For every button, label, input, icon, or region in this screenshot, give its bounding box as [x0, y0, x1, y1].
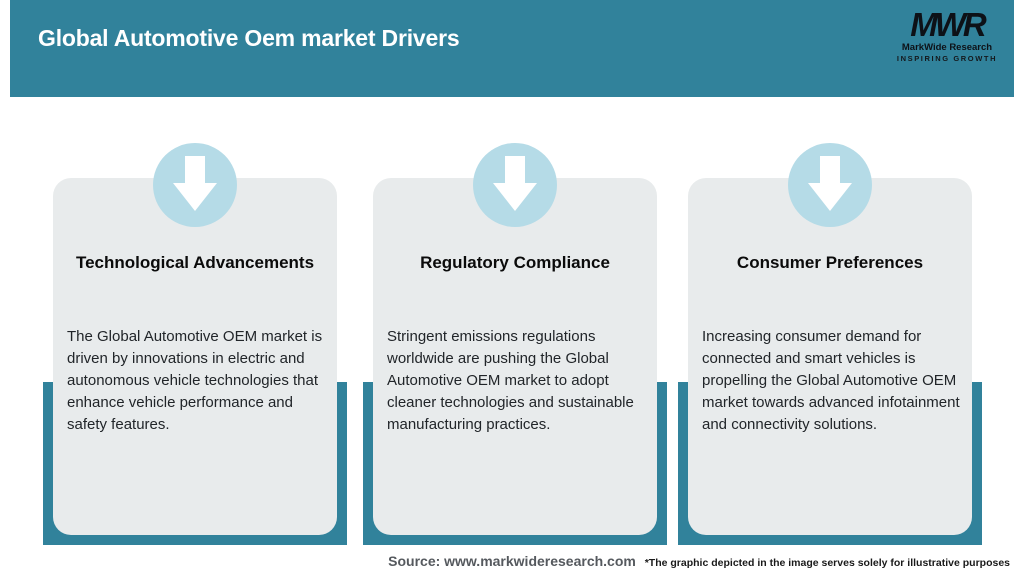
- driver-card-regulatory-compliance: Regulatory Compliance Stringent emission…: [363, 143, 667, 545]
- card-title: Technological Advancements: [75, 253, 315, 272]
- disclaimer-text: *The graphic depicted in the image serve…: [644, 557, 1010, 569]
- card-body: [53, 178, 337, 535]
- down-arrow-icon: [473, 143, 557, 227]
- card-title: Regulatory Compliance: [420, 253, 610, 272]
- markwide-logo: MWR MarkWide Research INSPIRING GROWTH: [892, 8, 1002, 62]
- down-arrow-icon: [788, 143, 872, 227]
- card-description: Increasing consumer demand for connected…: [702, 328, 960, 433]
- driver-card-technological-advancements: Technological Advancements The Global Au…: [43, 143, 347, 545]
- card-body: [373, 178, 657, 535]
- card-description: Stringent emissions regulations worldwid…: [387, 328, 634, 433]
- header-banner: Global Automotive Oem market Drivers MWR…: [10, 0, 1014, 97]
- card-description: The Global Automotive OEM market is driv…: [67, 328, 323, 433]
- driver-card-consumer-preferences: Consumer Preferences Increasing consumer…: [678, 143, 982, 545]
- logo-monogram: MWR: [910, 6, 986, 43]
- logo-tagline: INSPIRING GROWTH: [896, 53, 998, 63]
- down-arrow-icon: [153, 143, 237, 227]
- card-title: Consumer Preferences: [736, 253, 924, 272]
- logo-name: MarkWide Research: [901, 42, 993, 53]
- source-text: Source: www.markwideresearch.com: [388, 553, 636, 569]
- page-title: Global Automotive Oem market Drivers: [38, 25, 460, 51]
- card-body: [688, 178, 972, 535]
